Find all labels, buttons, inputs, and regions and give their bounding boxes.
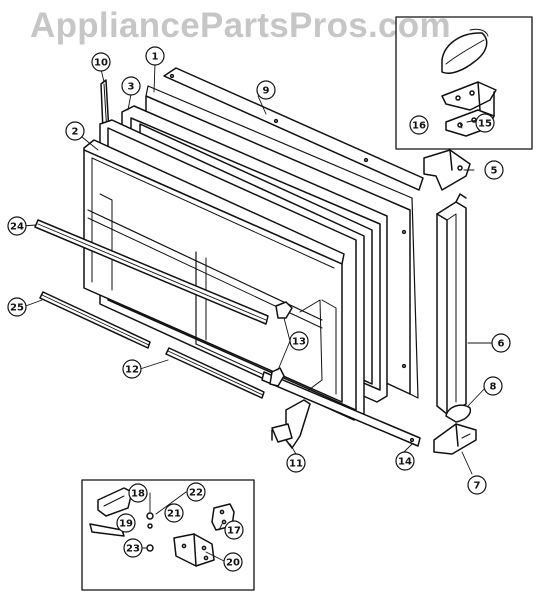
callout-label-16: 16 xyxy=(412,121,426,132)
callout-label-1: 1 xyxy=(152,52,159,63)
callout-circle-14 xyxy=(395,451,415,471)
shelf-rail-lower xyxy=(39,291,151,349)
bottom-rail-part xyxy=(261,371,421,447)
callout-label-17: 17 xyxy=(227,526,241,537)
callout-labels: 10 1 3 2 9 5 6 8 7 24 25 12 13 11 14 16 … xyxy=(10,52,504,569)
callout-circle-21 xyxy=(164,503,184,523)
hinge-bracket-top xyxy=(423,149,471,191)
callout-label-24: 24 xyxy=(10,222,24,233)
callout-label-22: 22 xyxy=(189,488,203,499)
callout-circle-11 xyxy=(286,453,306,473)
callout-label-5: 5 xyxy=(491,166,498,177)
handle-cap-part xyxy=(445,404,472,423)
callout-circle-8 xyxy=(483,376,503,396)
callout-circle-25 xyxy=(7,297,27,317)
callout-circle-10 xyxy=(91,52,111,72)
callout-circle-23 xyxy=(123,538,143,558)
callout-label-25: 25 xyxy=(10,303,24,314)
callout-label-18: 18 xyxy=(131,489,145,500)
callout-circle-22 xyxy=(186,482,206,502)
hardware-parts xyxy=(89,487,235,567)
callout-label-6: 6 xyxy=(498,339,505,350)
callout-label-3: 3 xyxy=(128,82,135,93)
callout-circle-1 xyxy=(145,46,165,66)
callout-circle-20 xyxy=(223,552,243,572)
callout-label-21: 21 xyxy=(167,509,181,520)
top-rail-part xyxy=(163,67,424,191)
callout-circle-6 xyxy=(491,333,511,353)
callout-label-8: 8 xyxy=(490,382,497,393)
callout-circle-15 xyxy=(475,113,495,133)
callout-label-19: 19 xyxy=(119,519,133,530)
callout-circle-17 xyxy=(224,520,244,540)
callout-label-14: 14 xyxy=(398,457,412,468)
shelf-rail-upper xyxy=(34,219,269,325)
callout-circle-2 xyxy=(65,121,85,141)
callout-label-13: 13 xyxy=(292,337,306,348)
door-rail-part xyxy=(165,347,265,399)
side-trim-part xyxy=(436,193,467,415)
callout-circle-18 xyxy=(128,483,148,503)
inset-box-hardware xyxy=(81,479,255,591)
callout-circle-19 xyxy=(116,513,136,533)
callout-circle-3 xyxy=(121,76,141,96)
callout-label-15: 15 xyxy=(478,119,492,130)
door-handle-part xyxy=(271,399,311,449)
callout-label-2: 2 xyxy=(72,127,79,138)
callout-circle-16 xyxy=(409,115,429,135)
callout-label-10: 10 xyxy=(94,58,108,69)
hinge-cover-part xyxy=(441,28,489,74)
callout-label-7: 7 xyxy=(474,481,481,492)
callout-circle-5 xyxy=(484,160,504,180)
callout-label-23: 23 xyxy=(126,544,140,555)
callout-circle-24 xyxy=(7,216,27,236)
callout-label-12: 12 xyxy=(125,365,139,376)
inset-box-hinge xyxy=(395,16,533,150)
callout-circle-7 xyxy=(467,475,487,495)
callout-circle-12 xyxy=(122,359,142,379)
callout-circles xyxy=(7,46,511,572)
callout-label-20: 20 xyxy=(226,558,240,569)
watermark: AppliancePartsPros.com xyxy=(30,6,451,45)
callout-label-11: 11 xyxy=(289,459,303,470)
callout-circle-9 xyxy=(256,80,276,100)
bottom-hinge-part xyxy=(433,423,477,455)
callout-label-9: 9 xyxy=(263,86,270,97)
callout-circle-13 xyxy=(289,331,309,351)
